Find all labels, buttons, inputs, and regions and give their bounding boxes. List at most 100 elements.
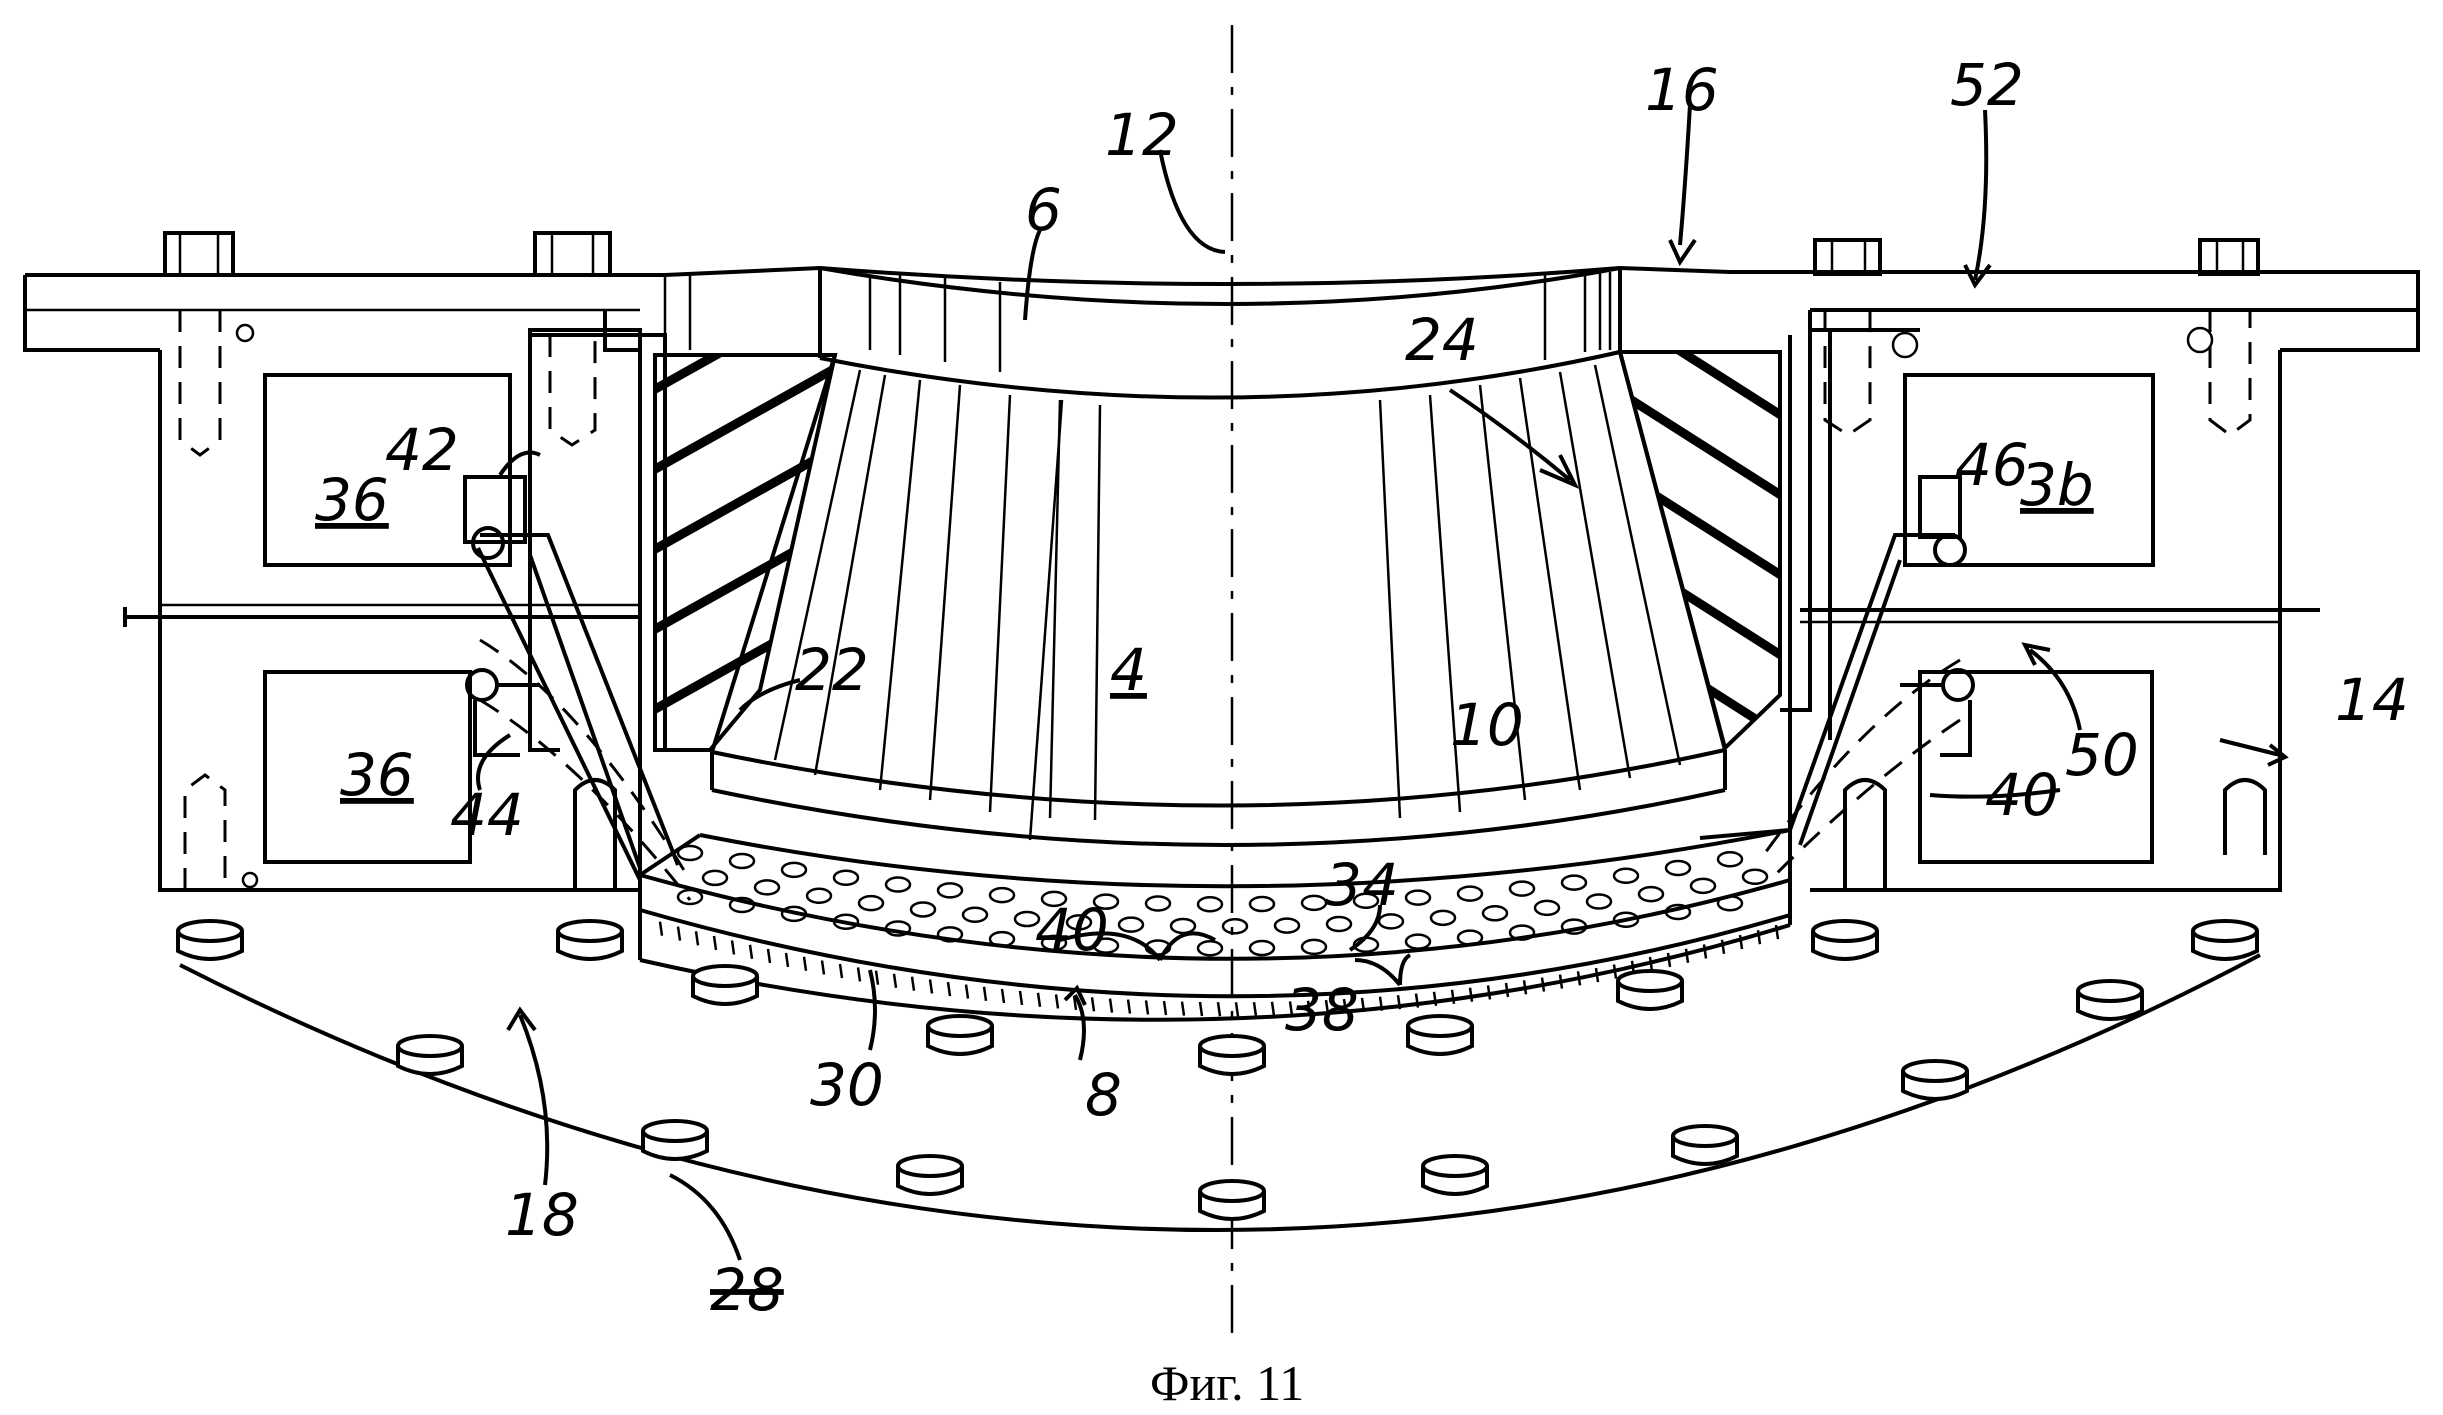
perforation-hole bbox=[1169, 917, 1197, 935]
plate-rim-tick bbox=[1342, 998, 1348, 1014]
plate-rim-tick bbox=[1666, 952, 1672, 968]
plate-rim-tick bbox=[1090, 997, 1096, 1012]
reference-labels: 4 6 8 10 12 14 16 18 22 24 28 30 34 36 3… bbox=[315, 51, 2409, 1324]
perforation-hole bbox=[676, 888, 704, 906]
plate-rim-tick bbox=[1108, 998, 1114, 1013]
plate-rim-tick bbox=[1126, 999, 1132, 1014]
perforation-hole bbox=[961, 906, 989, 924]
nozzle bbox=[556, 919, 624, 961]
plate-rim-tick bbox=[1324, 999, 1330, 1015]
label-50: 50 bbox=[2065, 721, 2139, 789]
perforation-hole bbox=[1221, 918, 1249, 935]
plate-rim-tick bbox=[910, 976, 916, 991]
perforation-hole bbox=[1508, 880, 1536, 897]
plate-rim-tick bbox=[784, 952, 790, 968]
perforation-hole bbox=[676, 844, 704, 862]
label-40-right: 40 bbox=[1985, 761, 2059, 829]
label-36-lower-left: 36 bbox=[340, 741, 414, 809]
lower-cup bbox=[176, 919, 2261, 1232]
perforation-hole bbox=[1404, 933, 1432, 950]
perforation-hole bbox=[1300, 938, 1328, 956]
plate-rim-tick bbox=[820, 960, 826, 975]
label-36-upper-right: 3b bbox=[2020, 451, 2094, 519]
plate-rim-tick bbox=[1054, 994, 1060, 1009]
label-46: 46 bbox=[1955, 431, 2029, 499]
perforation-hole bbox=[1508, 924, 1536, 941]
left-wedge bbox=[653, 353, 838, 752]
nozzle bbox=[176, 919, 244, 961]
label-24: 24 bbox=[1405, 306, 1479, 374]
plate-rim-tick bbox=[874, 970, 880, 985]
perforation-hole bbox=[884, 920, 912, 937]
plate-rim-tick bbox=[1360, 997, 1366, 1013]
perforation-hole bbox=[728, 852, 756, 870]
bolt-head-right-1 bbox=[1813, 238, 1882, 276]
plate-rim-tick bbox=[1648, 956, 1654, 972]
plate-rim-tick bbox=[1000, 988, 1006, 1004]
plate-rim-tick bbox=[1576, 971, 1582, 986]
label-12: 12 bbox=[1105, 101, 1179, 169]
plate-rim-tick bbox=[1378, 996, 1384, 1011]
perforation-hole bbox=[909, 901, 937, 918]
plate-rim-tick bbox=[658, 921, 664, 936]
nozzle bbox=[1406, 1014, 1474, 1056]
perforation-hole bbox=[1404, 889, 1432, 906]
perforation-hole bbox=[1144, 895, 1172, 912]
plate-rim-tick bbox=[1162, 1000, 1168, 1016]
bolt-head-left-1 bbox=[163, 231, 235, 277]
plate-rim-tick bbox=[1234, 1002, 1240, 1017]
perforation-hole bbox=[1637, 885, 1665, 903]
plate-rim-tick bbox=[1774, 924, 1780, 940]
plate-rim-tick bbox=[1558, 974, 1564, 989]
perforation-hole bbox=[1560, 918, 1588, 935]
plate-rim-tick bbox=[1252, 1001, 1258, 1017]
plate-rim-tick bbox=[1414, 993, 1420, 1008]
leader-lines bbox=[476, 104, 2289, 1261]
perforation-hole bbox=[1664, 859, 1692, 877]
perforation-hole bbox=[1196, 939, 1224, 957]
perforation-hole bbox=[884, 876, 912, 893]
perforation-hole bbox=[988, 930, 1016, 948]
plate-rim-tick bbox=[1306, 1000, 1312, 1015]
plate-rim-tick bbox=[928, 979, 934, 994]
bolt-head-right-2 bbox=[2198, 238, 2260, 276]
perforation-hole bbox=[753, 879, 781, 896]
plate-rim-tick bbox=[1684, 948, 1690, 963]
perforation-hole bbox=[1481, 905, 1509, 922]
nozzle bbox=[691, 964, 759, 1006]
perforation-hole bbox=[1664, 903, 1692, 921]
plate-rim-tick bbox=[1180, 1001, 1186, 1016]
right-strut bbox=[1758, 475, 1975, 882]
plate-rim-tick bbox=[838, 963, 844, 979]
perforation-hole bbox=[1300, 894, 1328, 912]
perforation-hole bbox=[1612, 867, 1640, 885]
top-flange-plate bbox=[23, 265, 2420, 400]
perforation-hole bbox=[728, 896, 756, 914]
plate-rim-tick bbox=[1018, 990, 1024, 1006]
bolt-head-left-2 bbox=[533, 231, 612, 277]
plate-rim-tick bbox=[766, 948, 772, 964]
label-52: 52 bbox=[1950, 51, 2024, 119]
nozzle bbox=[1198, 1179, 1266, 1221]
perforation-hole bbox=[1429, 909, 1457, 927]
label-4: 4 bbox=[1110, 636, 1147, 704]
plate-rim-tick bbox=[694, 931, 700, 946]
perforation-hole bbox=[1092, 937, 1120, 954]
perforation-hole bbox=[1612, 911, 1640, 929]
perforation-hole bbox=[780, 861, 808, 879]
right-housing bbox=[1780, 310, 2320, 892]
perforation-hole bbox=[936, 926, 964, 943]
nozzle bbox=[1811, 919, 1879, 961]
plate-rim-tick bbox=[1450, 989, 1456, 1005]
label-8: 8 bbox=[1085, 1061, 1122, 1129]
perforation-hole bbox=[832, 869, 860, 886]
plate-rim-tick bbox=[1486, 985, 1492, 1000]
nozzle bbox=[1198, 1034, 1266, 1076]
label-22: 22 bbox=[795, 636, 869, 704]
plate-rim-tick bbox=[892, 973, 898, 988]
perforation-hole bbox=[1092, 893, 1120, 910]
perforation-hole bbox=[1716, 850, 1744, 868]
plate-rim-tick bbox=[1720, 939, 1726, 955]
label-40-center: 40 bbox=[1035, 896, 1109, 964]
